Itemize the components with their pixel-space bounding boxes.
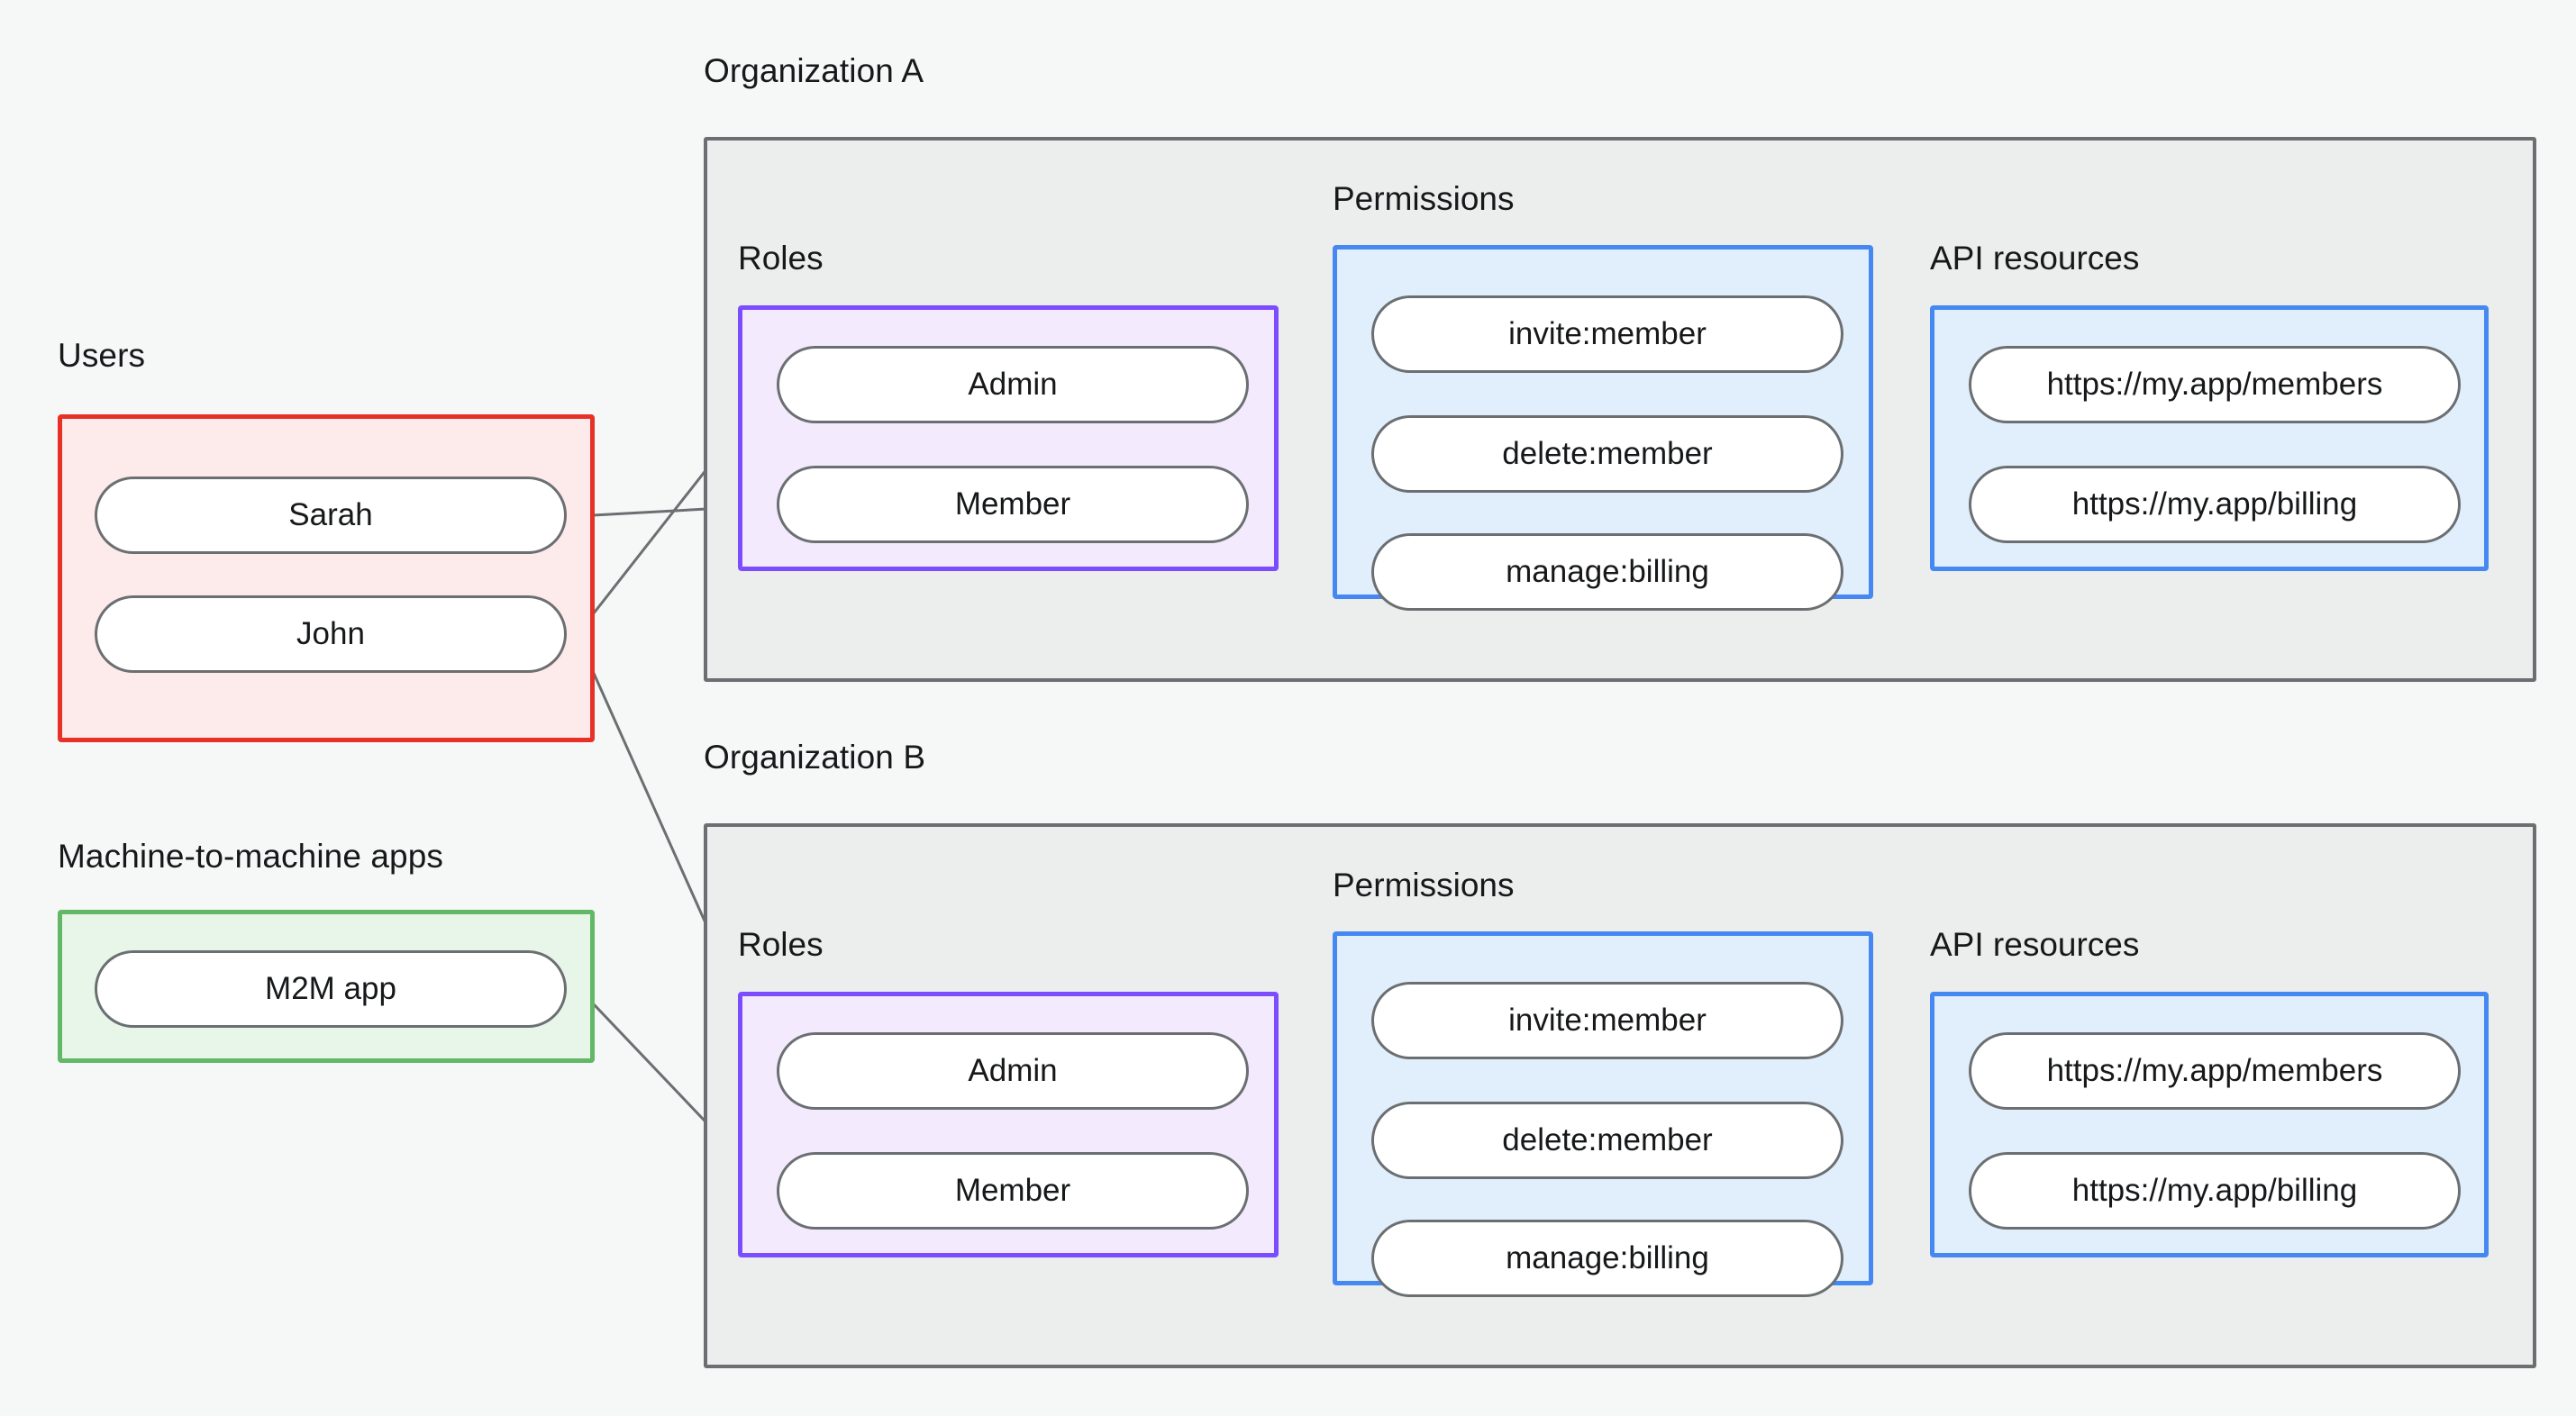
org-b-role-pill-admin[interactable]: Admin [777, 1032, 1249, 1110]
user-pill-sarah[interactable]: Sarah [95, 477, 567, 554]
org-a-permission-pill-delete-member[interactable]: delete:member [1371, 415, 1843, 493]
org-b-roles-box: Admin Member [738, 992, 1279, 1257]
org-a-permission-pill-invite-member[interactable]: invite:member [1371, 295, 1843, 373]
m2m-box: M2M app [58, 910, 595, 1063]
org-a-api-resources-label: API resources [1930, 240, 2140, 277]
org-a-role-pill-member[interactable]: Member [777, 466, 1249, 543]
org-a-permissions-box: invite:member delete:member manage:billi… [1333, 245, 1873, 611]
org-a-roles-label: Roles [738, 240, 824, 277]
org-b-title: Organization B [704, 739, 926, 776]
org-a-role-pill-admin[interactable]: Admin [777, 346, 1249, 423]
org-a-api-resources-box: https://my.app/members https://my.app/bi… [1930, 305, 2489, 571]
m2m-pill-app[interactable]: M2M app [95, 950, 567, 1028]
org-b-permissions-box: invite:member delete:member manage:billi… [1333, 931, 1873, 1297]
org-a-title: Organization A [704, 52, 924, 89]
org-a-api-pill-billing[interactable]: https://my.app/billing [1969, 466, 2461, 543]
org-b-api-resources-label: API resources [1930, 926, 2140, 963]
org-b-permission-pill-manage-billing[interactable]: manage:billing [1371, 1220, 1843, 1297]
org-a-permission-pill-manage-billing[interactable]: manage:billing [1371, 533, 1843, 611]
org-b-api-pill-members[interactable]: https://my.app/members [1969, 1032, 2461, 1110]
m2m-section-label: Machine-to-machine apps [58, 838, 444, 875]
org-b-roles-label: Roles [738, 926, 824, 963]
org-b-panel: Roles Admin Member Permissions invite:me… [704, 823, 2536, 1368]
org-b-permission-pill-invite-member[interactable]: invite:member [1371, 982, 1843, 1059]
org-b-permissions-label: Permissions [1333, 867, 1515, 903]
org-a-api-pill-members[interactable]: https://my.app/members [1969, 346, 2461, 423]
org-a-panel: Roles Admin Member Permissions invite:me… [704, 137, 2536, 682]
users-box: Sarah John [58, 414, 595, 742]
org-b-api-pill-billing[interactable]: https://my.app/billing [1969, 1152, 2461, 1230]
users-section-label: Users [58, 337, 146, 374]
org-a-permissions-label: Permissions [1333, 180, 1515, 217]
org-a-roles-box: Admin Member [738, 305, 1279, 571]
user-pill-john[interactable]: John [95, 595, 567, 673]
org-b-api-resources-box: https://my.app/members https://my.app/bi… [1930, 992, 2489, 1257]
org-b-role-pill-member[interactable]: Member [777, 1152, 1249, 1230]
org-b-permission-pill-delete-member[interactable]: delete:member [1371, 1102, 1843, 1179]
